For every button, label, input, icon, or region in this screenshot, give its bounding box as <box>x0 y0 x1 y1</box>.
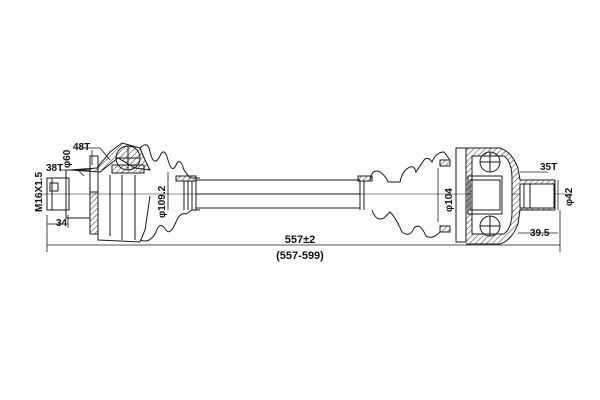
outer-boot <box>139 144 200 242</box>
outer-stub-length-label: 34 <box>56 218 68 229</box>
inner-spline-label: 35T <box>540 162 557 173</box>
dimension-labels: M16X1.5 38T 48T φ60 34 φ109.2 φ104 35T φ… <box>34 142 575 262</box>
abs-ring-label: 48T <box>73 142 90 153</box>
dimension-lines <box>46 147 561 252</box>
thread-label: M16X1.5 <box>34 172 45 212</box>
overall-length-label: 557±2 <box>285 234 316 246</box>
outer-diameter-label: φ60 <box>62 149 73 168</box>
inner-stub-length-label: 39.5 <box>530 228 550 239</box>
overall-range-label: (557-599) <box>276 250 324 262</box>
inner-cv-joint <box>455 147 556 245</box>
outer-boot-diameter-label: φ109.2 <box>157 185 168 218</box>
inner-boot <box>357 151 451 238</box>
inner-housing-diameter-label: φ104 <box>444 188 455 212</box>
shaft <box>196 179 360 209</box>
inner-stub-diameter-label: φ42 <box>564 187 575 206</box>
outer-spline-label: 38T <box>46 163 63 174</box>
outer-cv-joint <box>46 142 151 243</box>
